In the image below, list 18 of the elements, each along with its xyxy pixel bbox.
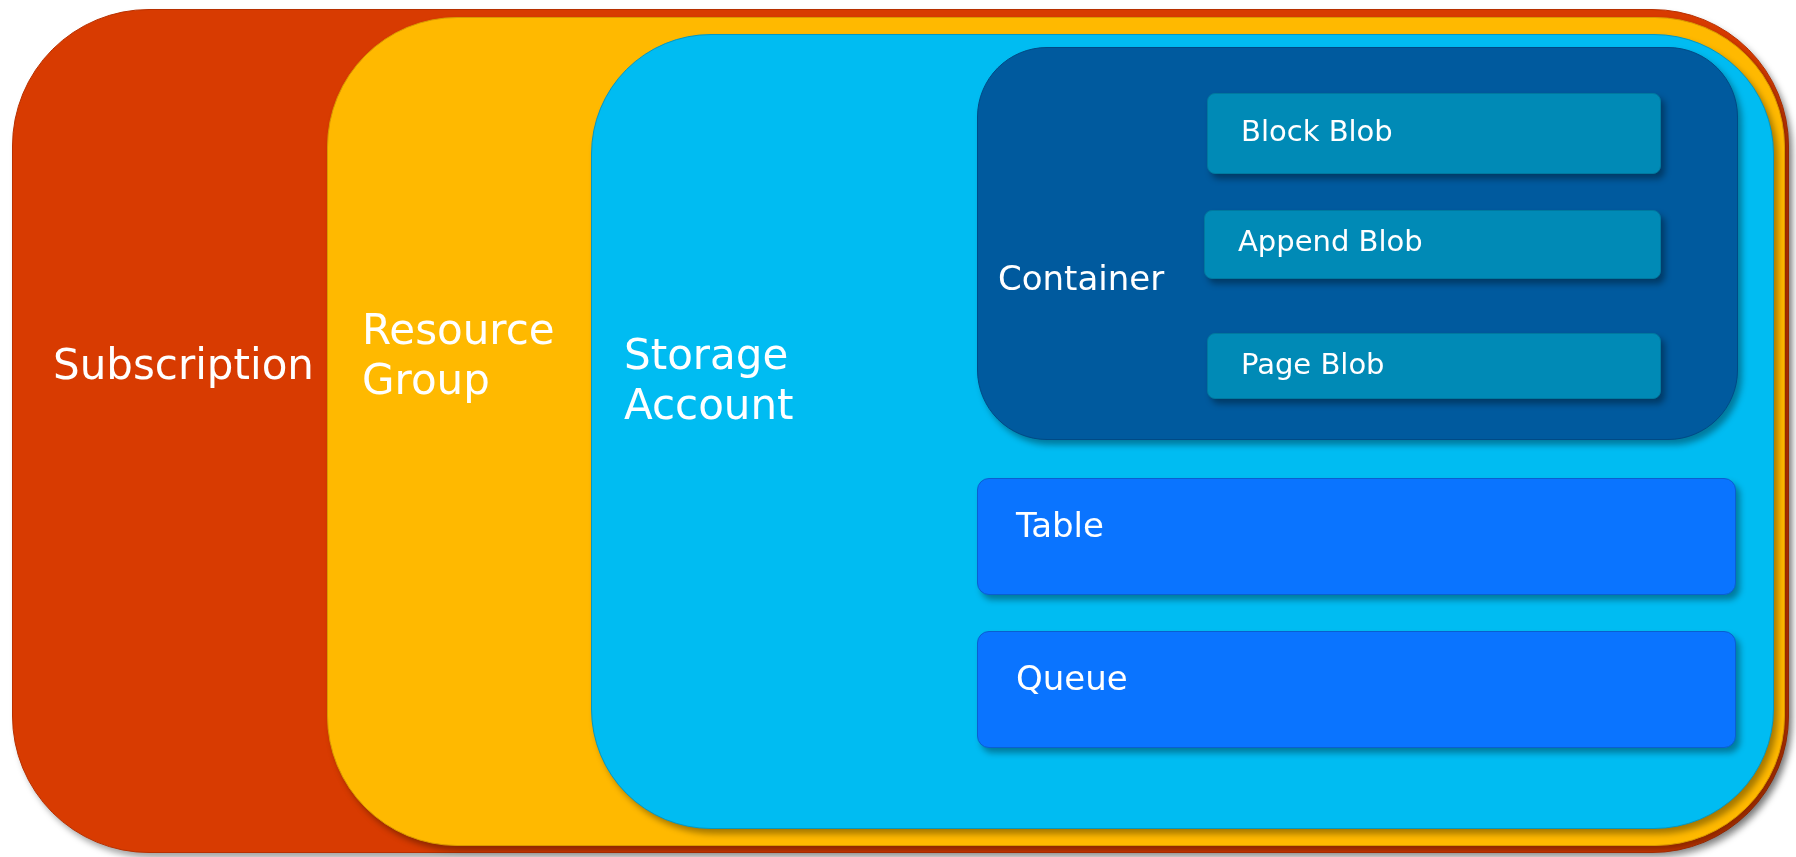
node-label: Storage Account xyxy=(624,330,795,431)
node-label: Append Blob xyxy=(1238,224,1423,259)
node-label: Container xyxy=(998,258,1165,299)
blob-box xyxy=(1207,333,1661,399)
storage-account-panel xyxy=(591,34,1774,829)
queue-box xyxy=(977,631,1736,748)
table-box xyxy=(977,478,1736,595)
resource-group-panel xyxy=(327,17,1785,846)
node-label: Queue xyxy=(1016,658,1128,699)
blob-box xyxy=(1207,93,1661,174)
node-label: Block Blob xyxy=(1241,114,1393,149)
subscription-panel xyxy=(12,9,1789,853)
node-label: Page Blob xyxy=(1241,347,1385,382)
blob-box xyxy=(1204,210,1661,279)
node-label: Resource Group xyxy=(362,305,556,406)
node-label: Table xyxy=(1016,505,1104,546)
node-label: Subscription xyxy=(53,340,314,391)
container-panel xyxy=(977,47,1738,440)
